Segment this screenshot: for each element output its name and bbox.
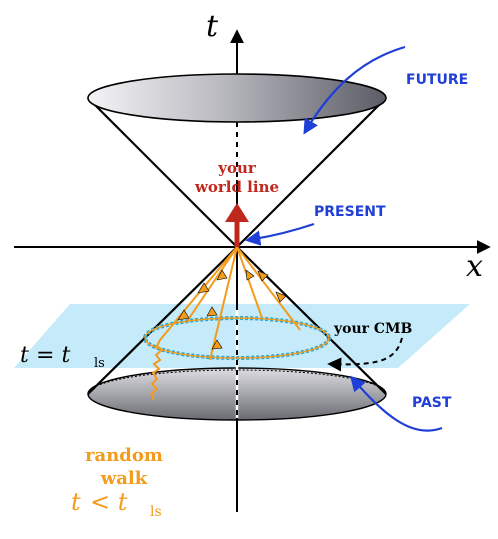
cmb-ring-inner <box>144 317 330 359</box>
last-scattering-eq: = t <box>36 343 70 368</box>
world-line-arrowhead <box>225 203 249 222</box>
random-walk-sub: ls <box>150 504 162 520</box>
cmb-pointer <box>327 337 403 372</box>
future-cone-left <box>87 97 238 248</box>
cmb-label: your CMB <box>333 321 413 337</box>
random-walk-t2: t <box>118 488 128 516</box>
last-scattering-t: t <box>20 343 29 368</box>
random-walk-condition: t < t ls <box>71 488 162 520</box>
random-walk-lt: < t <box>90 488 128 516</box>
light-rays <box>159 246 301 361</box>
random-walk-path <box>149 339 164 401</box>
past-cone-base-rim <box>87 369 387 395</box>
future-cone-cap <box>87 73 387 123</box>
t-axis-label: t <box>206 9 219 44</box>
random-walk-label-line1: random <box>85 445 163 466</box>
random-walk-label-line2: walk <box>100 468 148 489</box>
present-label: PRESENT <box>314 204 386 220</box>
x-axis-label: x <box>466 249 483 284</box>
past-cone-left <box>87 246 238 395</box>
world-line-label-line2: world line <box>194 178 279 196</box>
last-scattering-sub: ls <box>94 356 105 371</box>
past-label: PAST <box>412 395 452 411</box>
random-walk-t: t <box>71 488 81 516</box>
past-pointer <box>349 375 443 432</box>
future-pointer <box>303 45 406 135</box>
past-cone-right <box>236 246 387 395</box>
future-label: FUTURE <box>406 72 468 88</box>
last-scattering-t2: t <box>61 343 70 368</box>
last-scattering-plane <box>14 304 470 368</box>
present-pointer <box>244 222 315 246</box>
future-cone-right <box>236 97 387 248</box>
light-ray-arrows <box>177 269 287 350</box>
world-line-label-line1: your <box>217 159 257 177</box>
last-scattering-label: t = t ls <box>20 343 105 371</box>
